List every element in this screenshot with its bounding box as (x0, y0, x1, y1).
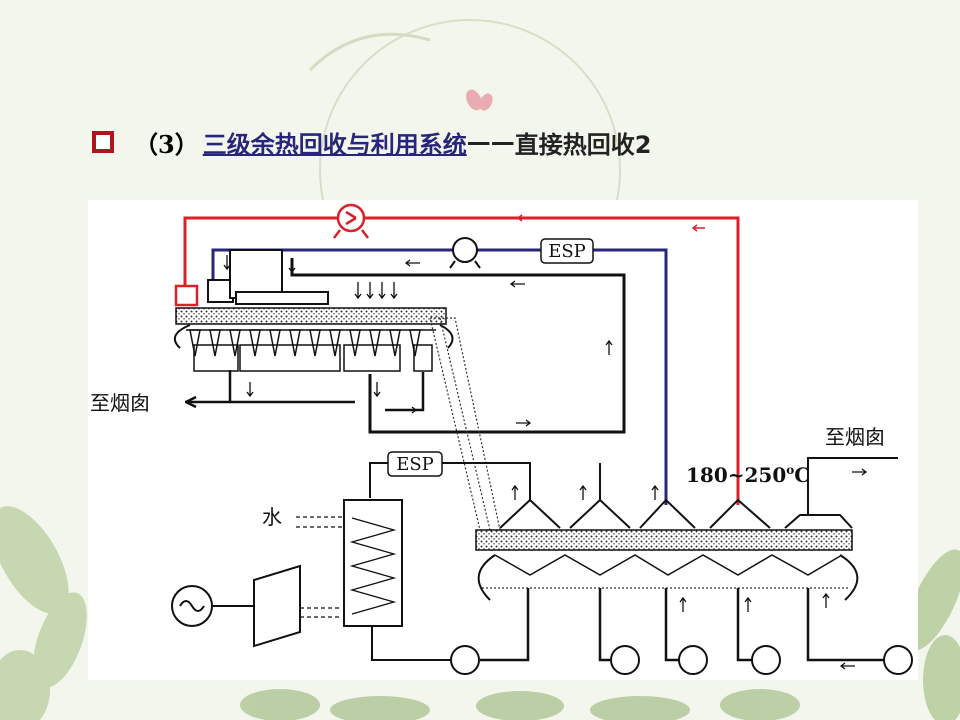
upper-loop (290, 258, 626, 434)
turbine (253, 564, 301, 648)
upper-hoppers (186, 329, 436, 372)
bullet-square-icon (92, 131, 114, 153)
leaf-decoration-left (0, 506, 87, 720)
leaf-decoration-bottom (240, 689, 800, 720)
esp-left-label: ESP (396, 454, 434, 475)
butterfly-icon (466, 89, 493, 111)
lower-hoods (369, 457, 898, 529)
title-link-main[interactable]: 三级余热回收与利用系统 (202, 130, 467, 159)
esp-top-box: ESP (540, 238, 594, 264)
clinker-chute (429, 317, 501, 531)
to-chimney-right-label: 至烟囱 (825, 425, 885, 449)
to-chimney-left-label: 至烟囱 (90, 391, 150, 415)
esp-top-label: ESP (548, 241, 586, 262)
temperature-label: 180~250oC (686, 463, 810, 487)
title-number: （3） (134, 129, 199, 159)
fan-icon (333, 203, 369, 239)
kiln-hood (207, 249, 329, 305)
generator-icon (171, 585, 213, 627)
hot-air-loop (174, 216, 740, 505)
lower-hoppers (494, 554, 843, 576)
esp-left-box: ESP (387, 451, 443, 477)
title-dash: —— (466, 128, 515, 156)
upper-cooler-bed (175, 307, 447, 325)
title-sub: 直接热回收2 (514, 130, 652, 159)
upper-cooler-end-right (439, 324, 454, 349)
return-fan-icon (449, 237, 481, 269)
heat-recovery-diagram: ESP (88, 200, 918, 680)
lower-cooler-bed (475, 529, 853, 551)
water-lines (296, 516, 342, 618)
lower-fans (450, 645, 913, 675)
return-air-loop (211, 248, 668, 505)
upper-cooler-end-left (173, 324, 191, 349)
hot-air-arrows (516, 214, 705, 232)
lower-ducts (480, 588, 884, 662)
water-label: 水 (262, 505, 282, 529)
slide-title: （3） 三级余热回收与利用系统 —— 直接热回收2 (92, 120, 651, 164)
diagram-svg: ESP (90, 203, 913, 675)
flow-arrows (223, 255, 868, 670)
heat-exchanger (343, 499, 455, 661)
lower-cooler-end-left (477, 554, 496, 601)
leaf-decoration-right (905, 549, 960, 720)
lower-cooler-end-right (839, 554, 859, 601)
chimney-duct-left (185, 370, 425, 412)
